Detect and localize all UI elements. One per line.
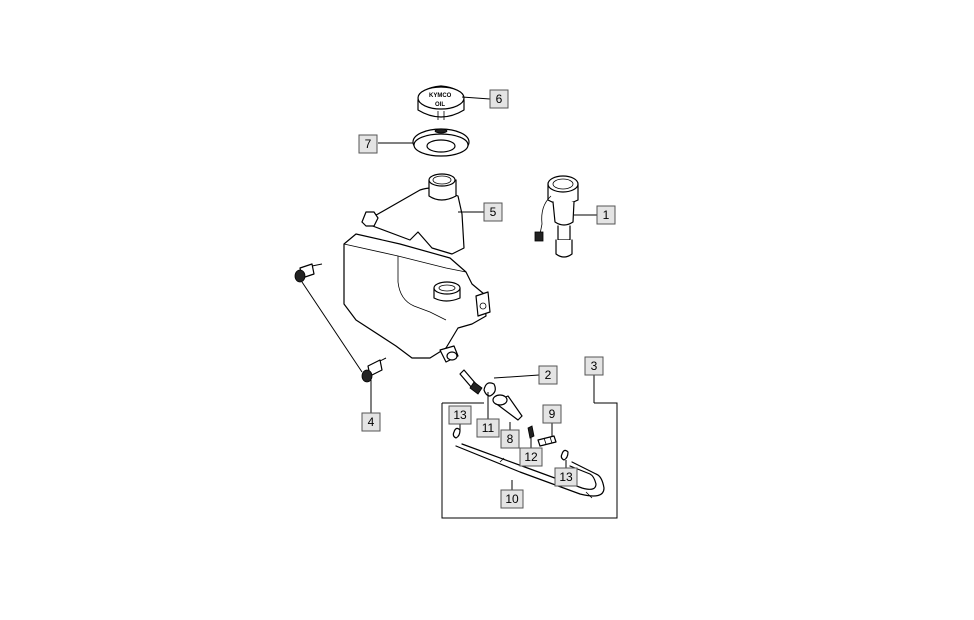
callout-2-label: 2 xyxy=(545,368,552,382)
callout-9: 9 xyxy=(542,404,562,424)
callout-12: 12 xyxy=(519,447,543,467)
callout-13-right-label: 13 xyxy=(559,470,573,484)
leader-lines xyxy=(370,96,597,490)
bolt-alignment-line xyxy=(301,281,363,373)
hose-clip xyxy=(483,382,496,397)
callout-5-label: 5 xyxy=(490,205,497,219)
hose-clamp-right xyxy=(560,449,569,461)
callout-5: 5 xyxy=(483,202,503,222)
callout-7-label: 7 xyxy=(365,137,372,151)
mounting-bolt-upper xyxy=(294,263,323,283)
cap-oil-text: OIL xyxy=(435,102,445,108)
callout-11: 11 xyxy=(476,418,500,438)
callout-13-right: 13 xyxy=(554,467,578,487)
oil-filler-cap: KYMCO OIL xyxy=(417,85,465,120)
callout-4: 4 xyxy=(361,412,381,432)
callout-1: 1 xyxy=(596,205,616,225)
callout-13-left-label: 13 xyxy=(453,408,467,422)
callout-9-label: 9 xyxy=(549,407,556,421)
hose-joint-bolt xyxy=(459,369,483,395)
callout-12-label: 12 xyxy=(524,450,538,464)
callout-7: 7 xyxy=(358,134,378,154)
callout-8-label: 8 xyxy=(507,432,514,446)
callout-1-label: 1 xyxy=(603,208,610,222)
callout-10-label: 10 xyxy=(505,492,519,506)
callout-6-label: 6 xyxy=(496,92,503,106)
cap-brand-text: KYMCO xyxy=(429,93,452,99)
callout-2: 2 xyxy=(538,365,558,385)
hose-joint xyxy=(492,394,523,421)
hose-clamp-left xyxy=(452,427,461,439)
callout-4-label: 4 xyxy=(368,415,375,429)
callout-6: 6 xyxy=(489,89,509,109)
callout-8: 8 xyxy=(500,429,520,449)
oil-tank xyxy=(343,173,491,363)
callout-11-label: 11 xyxy=(482,421,495,435)
callout-13-left: 13 xyxy=(448,405,472,425)
callout-3: 3 xyxy=(584,356,604,376)
filler-cap-gasket xyxy=(412,128,470,157)
oil-level-sensor xyxy=(534,175,579,258)
callout-10: 10 xyxy=(500,489,524,509)
mounting-bolt-lower xyxy=(361,357,387,383)
hose-connector xyxy=(537,435,557,447)
small-clip xyxy=(527,425,535,439)
callout-3-label: 3 xyxy=(591,359,598,373)
hose-assembly-box xyxy=(441,402,618,519)
